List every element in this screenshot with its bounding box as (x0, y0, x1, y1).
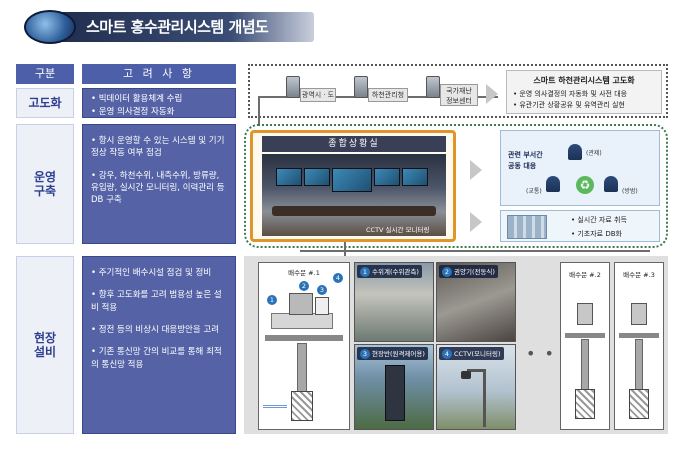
consid-item: 정전 등의 비상시 대응방안을 고려 (98, 324, 220, 335)
control-room-photo (262, 154, 446, 236)
equipment-label: 수위계(수위관측) (372, 268, 419, 276)
cctv-caption: CCTV 실시간 모니터링 (366, 226, 430, 234)
equipment-number: 2 (442, 267, 452, 277)
consid-item: 강우, 하천수위, 내측수위, 방류량, 유입량, 실시간 모니터링, 이력관리… (91, 170, 225, 206)
considerations-advanced: • 빅데이터 활용체계 수립 • 운영 의사결정 자동화 (82, 88, 236, 118)
pump-station-1: 배수문 #.1 1 2 3 4 (258, 262, 350, 430)
pump-station-label: 배수문 #.2 (569, 271, 601, 279)
operation-frame (244, 124, 668, 248)
equipment-label: 권양기(전동식) (454, 268, 495, 276)
equipment-label: CCTV(모니터링) (454, 350, 501, 358)
consid-item: 향후 고도화를 고려 범용성 높은 설비 적용 (91, 290, 222, 313)
advanced-frame (248, 64, 668, 118)
signal-line (300, 250, 650, 252)
db-item: 기초자료 DB화 (577, 230, 622, 238)
advanced-bullet: 유관기관 상황공유 및 유역관리 실현 (519, 100, 625, 109)
pump-station-label: 배수문 #.3 (623, 271, 655, 279)
advanced-box: 스마트 하천관리시스템 고도화 • 운영 의사결정의 자동화 및 사전 대응 •… (506, 70, 662, 114)
tag-traffic: (교통) (526, 188, 542, 195)
consid-item: 항시 운영할 수 있는 시스템 및 기기 정상 작동 여부 점검 (91, 136, 225, 159)
tag-control: (관제) (586, 150, 602, 157)
equipment-number: 4 (442, 349, 452, 359)
department-panel (500, 130, 660, 206)
advanced-bullet: 운영 의사결정의 자동화 및 사전 대응 (519, 90, 628, 98)
consid-item: 빅데이터 활용체계 수립 (98, 94, 183, 104)
department-label: 관련 부서간 공동 대응 (508, 151, 543, 170)
db-item: 실시간 자료 취득 (577, 216, 627, 224)
node-disaster-center: 국가재난 정보센터 (440, 84, 478, 106)
pump-station-label: 배수문 #.1 (288, 269, 320, 277)
advanced-box-title: 스마트 하천관리시스템 고도화 (533, 76, 635, 85)
db-panel: • 실시간 자료 취득 • 기초자료 DB화 (500, 210, 660, 242)
consid-item: 운영 의사결정 자동화 (98, 107, 175, 118)
pump-station-3: 배수문 #.3 (614, 262, 664, 430)
equipment-number: 1 (360, 267, 370, 277)
arrow-right-icon (470, 160, 482, 180)
pump-station-2: 배수문 #.2 (560, 262, 610, 430)
title-banner (40, 12, 314, 42)
network-line (258, 96, 260, 126)
control-room-label: 종합상황실 (262, 136, 446, 152)
category-field: 현장 설비 (16, 256, 74, 434)
signal-line (344, 242, 346, 256)
page-title: 스마트 홍수관리시스템 개념도 (86, 18, 269, 36)
considerations-field: • 주기적인 배수시설 점검 및 정비 • 향후 고도화를 고려 범용성 높은 … (82, 256, 236, 434)
node-metro: 광역시ㆍ도 (300, 88, 336, 102)
person-icon (568, 144, 582, 160)
person-icon (546, 176, 560, 192)
tag-security: (방범) (622, 188, 638, 195)
database-icon (507, 215, 547, 239)
header-category: 구분 (16, 64, 74, 84)
recycle-icon: ♻ (576, 176, 594, 194)
consid-item: 주기적인 배수시설 점검 및 정비 (98, 268, 212, 278)
server-icon (426, 76, 440, 98)
title-disc-icon (24, 10, 76, 44)
server-icon (354, 76, 368, 98)
header-considerations: 고 려 사 항 (82, 64, 236, 84)
equipment-number: 3 (360, 349, 370, 359)
arrow-right-icon (470, 212, 482, 232)
server-icon (286, 76, 300, 98)
consid-item: 기존 통신망 간의 비교를 통해 최적의 통신망 적용 (91, 347, 222, 370)
arrow-right-icon (486, 84, 498, 104)
considerations-operation: • 항시 운영할 수 있는 시스템 및 기기 정상 작동 여부 점검 • 강우,… (82, 124, 236, 244)
node-river-authority: 하천관리청 (368, 88, 408, 102)
equipment-label: 현장반(원격제어용) (372, 350, 425, 358)
category-operation: 운영 구축 (16, 124, 74, 244)
category-advanced: 고도화 (16, 88, 74, 118)
person-icon (604, 176, 618, 192)
